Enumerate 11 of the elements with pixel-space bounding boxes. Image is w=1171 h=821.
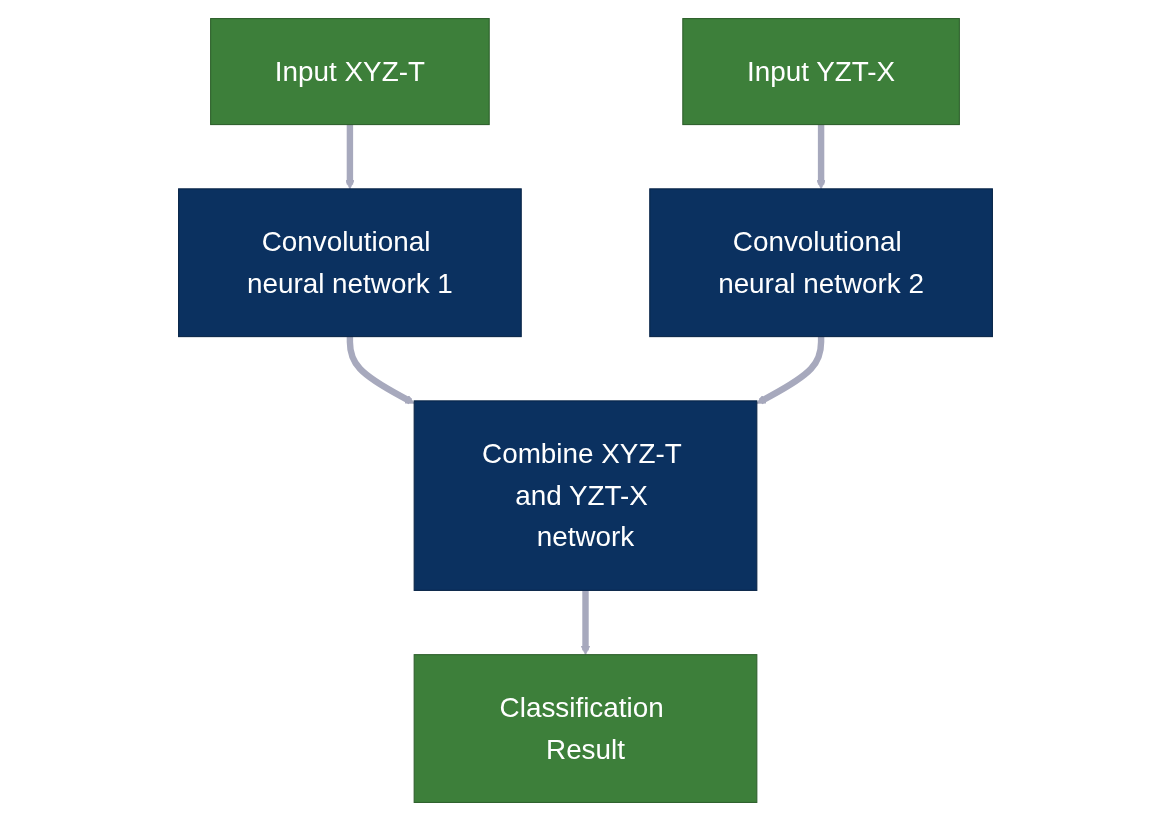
arrow	[345, 124, 355, 190]
arrow	[346, 336, 415, 405]
node-box: Classification Result	[413, 654, 758, 803]
node-box: Combine XYZ-T and YZT-X network	[413, 400, 758, 591]
node-box: Input YZT-X	[682, 18, 960, 126]
arrow	[756, 336, 825, 405]
arrow	[816, 124, 826, 190]
node-box: Convolutional neural network 2	[649, 188, 993, 338]
node-box: Convolutional neural network 1	[178, 188, 522, 338]
arrow	[580, 590, 591, 656]
node-box: Input XYZ-T	[210, 18, 490, 126]
